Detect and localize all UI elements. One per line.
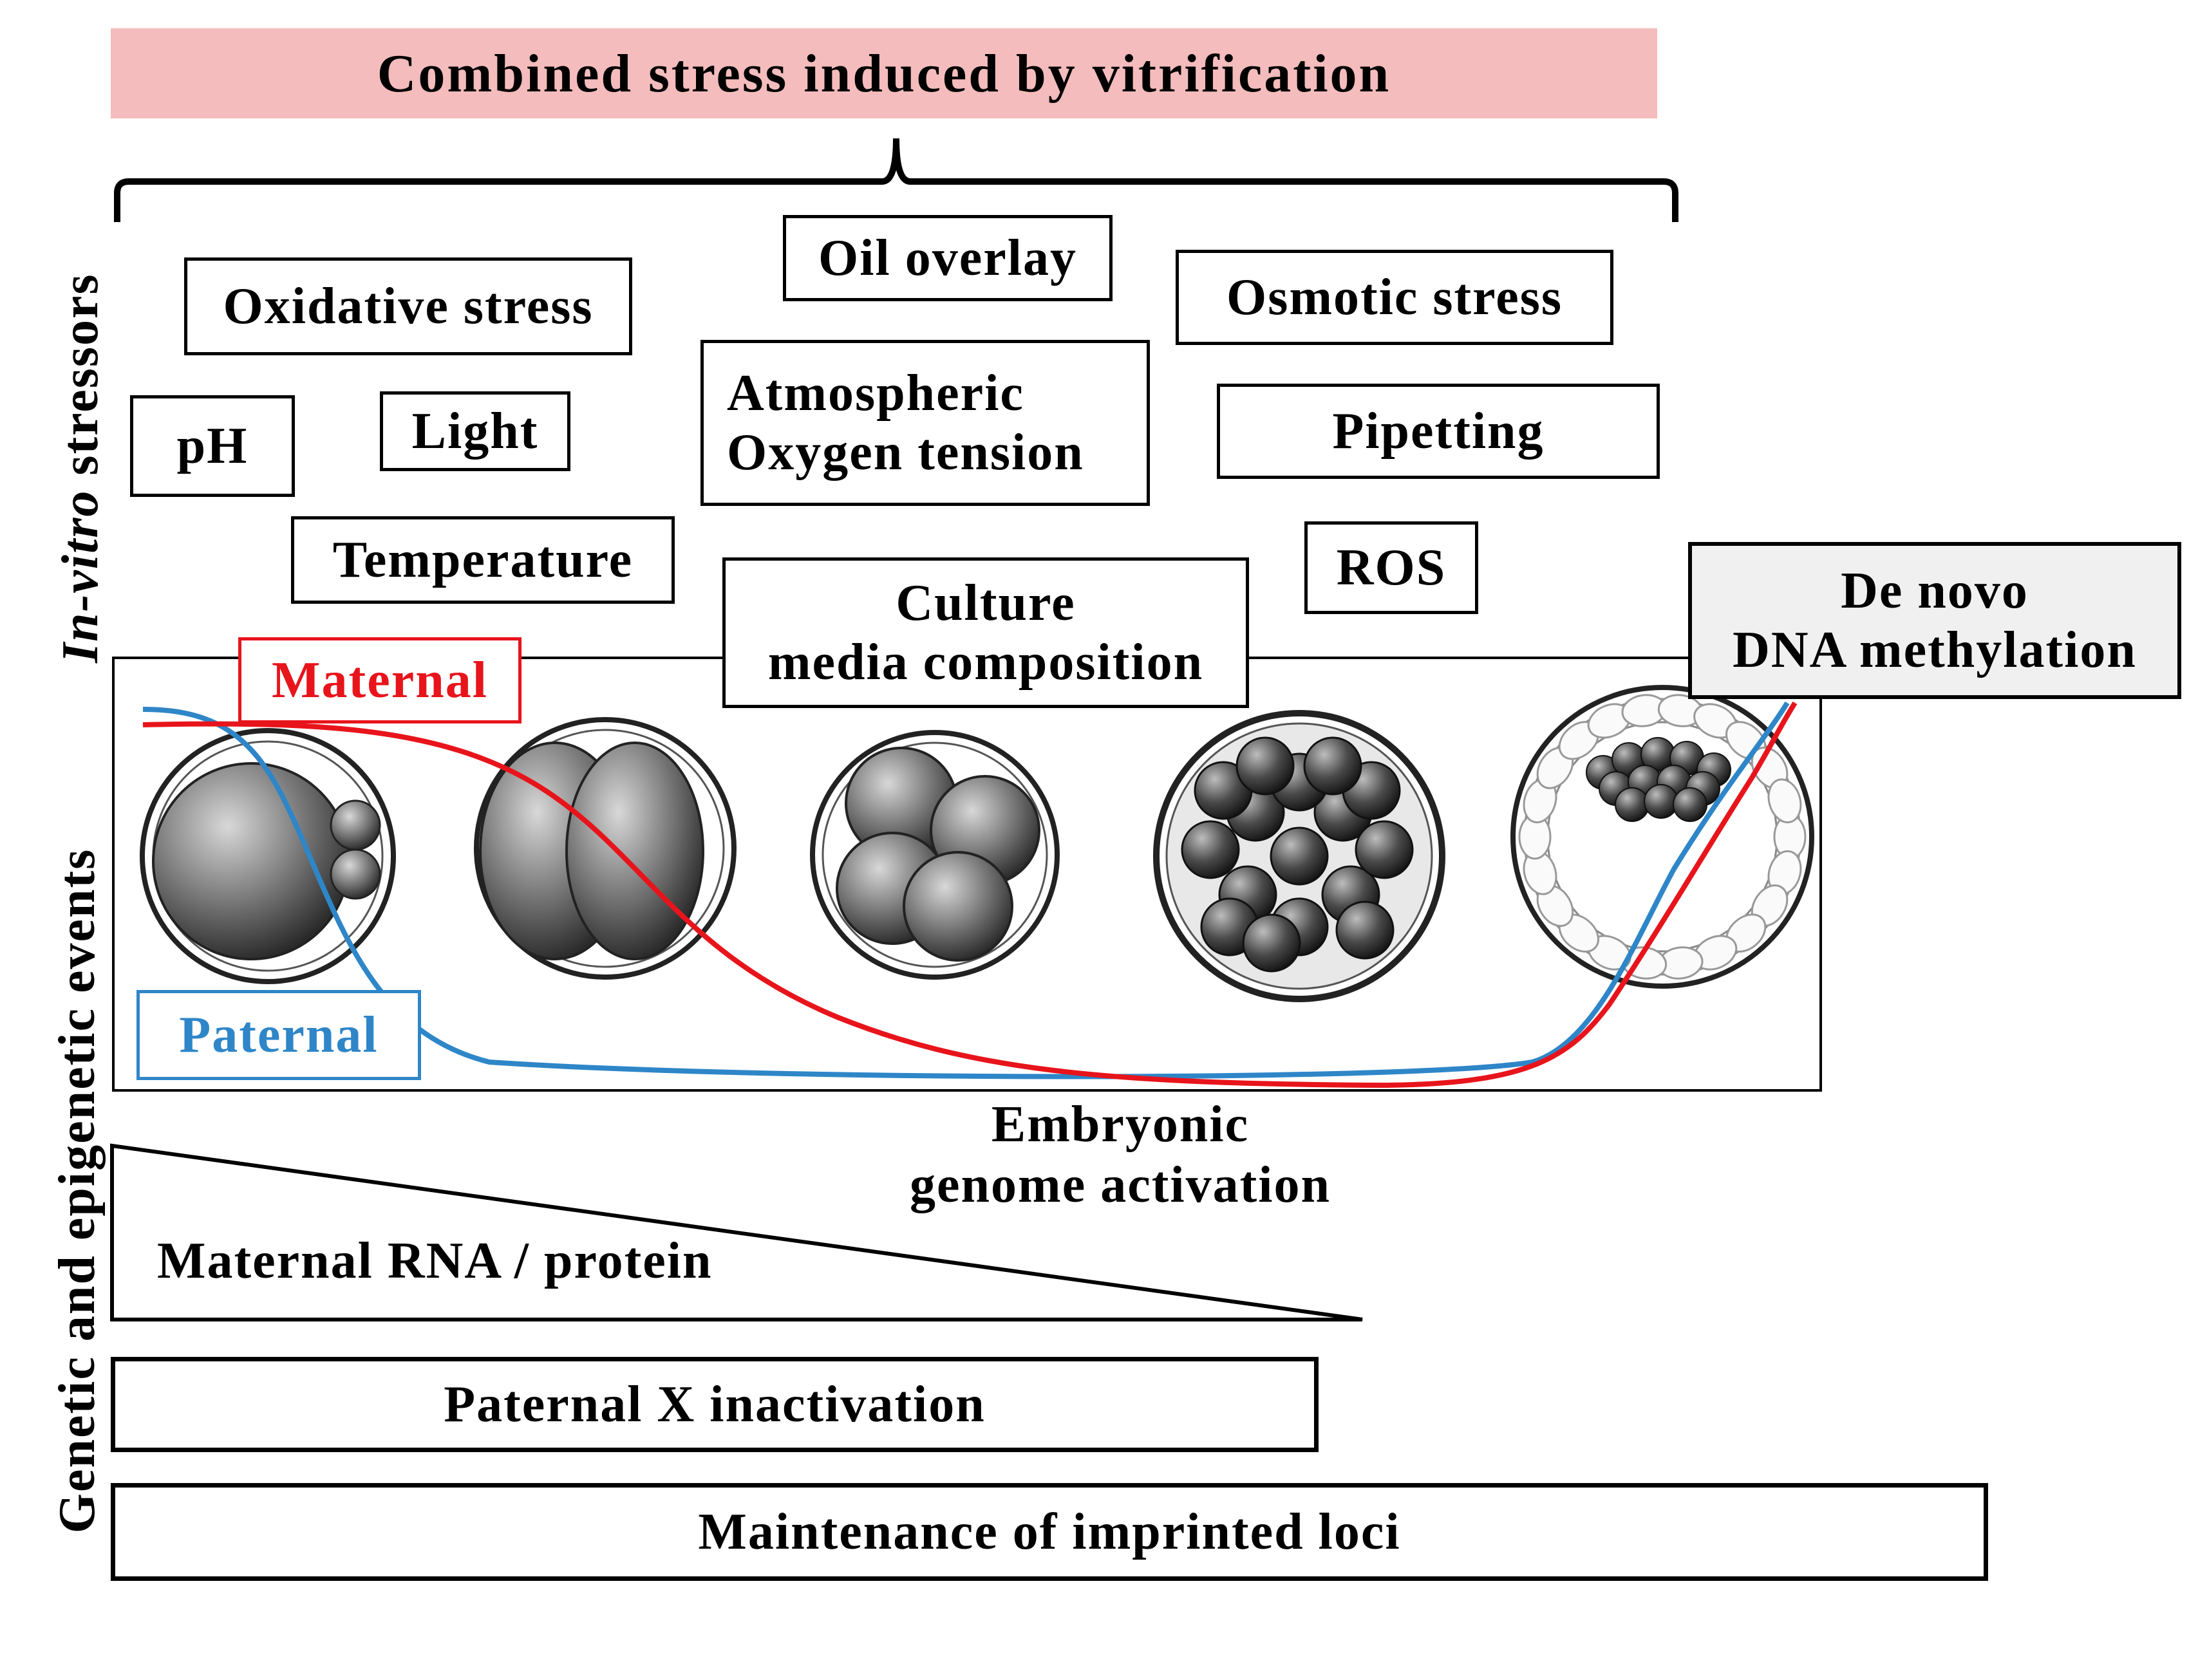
- embryo-blastocyst: [1510, 685, 1814, 989]
- stressor-culture-media: Culture media composition: [722, 557, 1249, 708]
- blastomere: [1181, 820, 1240, 879]
- stressor-pipetting: Pipetting: [1217, 384, 1660, 479]
- legend-maternal: Maternal: [238, 637, 521, 723]
- ega-label: Embryonic genome activation: [910, 1096, 1331, 1214]
- brace: [114, 138, 1678, 222]
- embryo-4-cell: [810, 730, 1060, 980]
- stressor-ros: ROS: [1304, 521, 1478, 614]
- maternal-curve: [142, 701, 1798, 1088]
- header-banner: Combined stress induced by vitrification: [111, 28, 1657, 118]
- blastomere: [1335, 901, 1395, 960]
- blastomere: [1235, 736, 1295, 796]
- imprinted-loci-bar: Maintenance of imprinted loci: [111, 1483, 1988, 1581]
- header-title: Combined stress induced by vitrification: [377, 43, 1391, 104]
- stressor-light: Light: [380, 391, 570, 471]
- paternal-x-inactivation-bar: Paternal X inactivation: [111, 1357, 1319, 1452]
- embryo-morula: [1153, 710, 1445, 1002]
- de-novo-dna-methylation: De novo DNA methylation: [1688, 542, 2181, 699]
- trophectoderm-cell: [1767, 778, 1802, 824]
- embryo-zygote: [140, 728, 396, 984]
- paternal-curve: [142, 701, 1790, 1079]
- stressor-osmotic-stress: Osmotic stress: [1176, 250, 1613, 345]
- inner-cell-mass-cell: [1673, 787, 1707, 822]
- stressor-atmospheric-oxygen: Atmospheric Oxygen tension: [700, 340, 1150, 506]
- stressor-oxidative-stress: Oxidative stress: [184, 257, 632, 355]
- legend-paternal: Paternal: [136, 990, 421, 1080]
- maternal-rna-triangle: [110, 1143, 1363, 1321]
- blastomere: [1355, 820, 1414, 879]
- stressor-ph: pH: [130, 395, 295, 497]
- blastomere: [1303, 736, 1362, 796]
- blastomere: [1242, 913, 1301, 973]
- blastomere: [1270, 826, 1329, 886]
- maternal-rna-label: Maternal RNA / protein: [157, 1233, 713, 1289]
- stressor-oil-overlay: Oil overlay: [783, 215, 1113, 301]
- stressor-temperature: Temperature: [291, 516, 675, 604]
